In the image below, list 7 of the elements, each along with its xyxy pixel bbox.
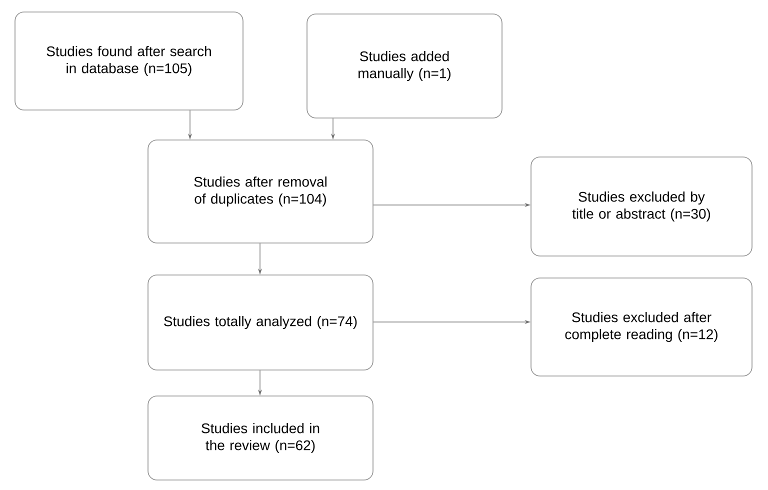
process-box: Studies excluded after complete reading (n=12) <box>530 278 752 376</box>
process-box: Studies totally analyzed (n=74) <box>148 274 374 370</box>
process-box: Studies after removal of duplicates (n=104) <box>148 140 374 244</box>
process-box: Studies added manually (n=1) <box>306 14 502 118</box>
process-box: Studies excluded by title or abstract (n=30) <box>530 156 752 256</box>
process-box: Studies included in the review (n=62) <box>148 396 374 480</box>
process-box: Studies found after search in database (n=105) <box>14 12 244 110</box>
